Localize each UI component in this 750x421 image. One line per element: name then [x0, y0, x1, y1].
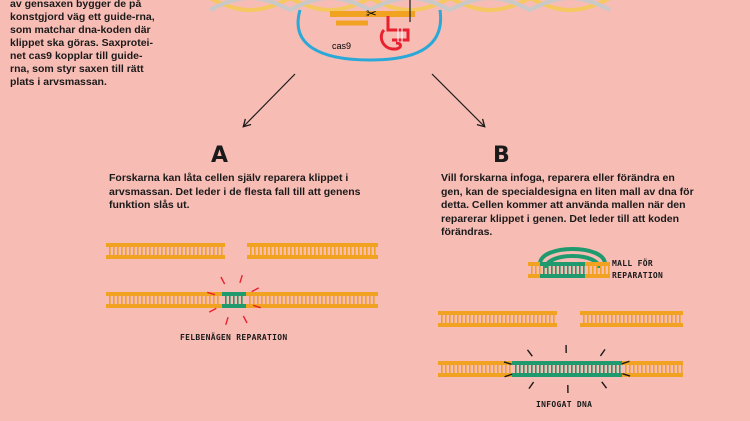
scissors-icon: ✂	[366, 7, 377, 22]
repair-template-icon	[528, 247, 610, 278]
intro-line: som matchar dna-koden där	[10, 24, 151, 36]
branch-a-line: arvsmassan. Det leder i de flesta fall t…	[109, 185, 361, 198]
intro-line: plats i arvsmassan.	[10, 76, 107, 88]
dna-strand-b-cut-left	[438, 311, 557, 327]
branch-b-line: förändras.	[441, 226, 493, 238]
branch-a-description: Forskarna kan låta cellen själv reparera…	[109, 172, 399, 213]
branch-a-caption: FELBENÄGEN REPARATION	[180, 333, 288, 342]
guide-rna-icon	[379, 16, 410, 51]
template-label-line: REPARATION	[612, 271, 664, 280]
branch-a-letter: A	[211, 143, 229, 168]
intro-line: av gensaxen bygger de på	[10, 0, 142, 10]
branch-b-line: reparerar klippet i genen. Det leder til…	[441, 212, 680, 225]
intro-line: rna, som styr saxen till rätt	[10, 63, 144, 75]
damage-burst-icon	[207, 274, 261, 326]
cut-strand-icon	[330, 11, 415, 26]
branch-b-line: detta. Cellen kommer att använda mallen …	[441, 199, 686, 211]
dna-strand-a-cut-left	[106, 243, 225, 259]
dna-strand-b-inserted	[438, 361, 683, 377]
dna-strand-a-cut-right	[247, 243, 378, 259]
branch-b-caption: INFOGAT DNA	[536, 400, 593, 409]
branch-a-line: funktion slås ut.	[109, 199, 190, 211]
intro-line: klippet ska göras. Saxprotei-	[10, 37, 153, 49]
branch-a-line: Forskarna kan låta cellen själv reparera…	[109, 172, 349, 184]
branch-b-line: Vill forskarna infoga, reparera eller fö…	[441, 172, 675, 184]
template-label: MALL FÖR REPARATION	[612, 258, 663, 282]
branch-b-letter: B	[493, 143, 510, 168]
cas9-protein-outline	[296, 9, 443, 62]
insertion-burst-icon	[503, 344, 631, 394]
branch-b-description: Vill forskarna infoga, reparera eller fö…	[441, 172, 741, 240]
dna-strand-a-repaired	[106, 292, 378, 308]
template-label-line: MALL FÖR	[612, 259, 653, 268]
branch-b-line: gen, kan de specialdesigna en liten mall…	[441, 185, 694, 198]
arrow-to-a	[242, 73, 296, 128]
intro-text: av gensaxen bygger de på konstgjord väg …	[10, 0, 180, 89]
cas9-label: cas9	[332, 41, 351, 51]
intro-line: konstgjord väg ett guide-rna,	[10, 11, 155, 23]
dna-strand-b-cut-right	[580, 311, 683, 327]
arrow-to-b	[431, 73, 486, 128]
intro-line: net cas9 kopplar till guide-	[10, 50, 143, 62]
